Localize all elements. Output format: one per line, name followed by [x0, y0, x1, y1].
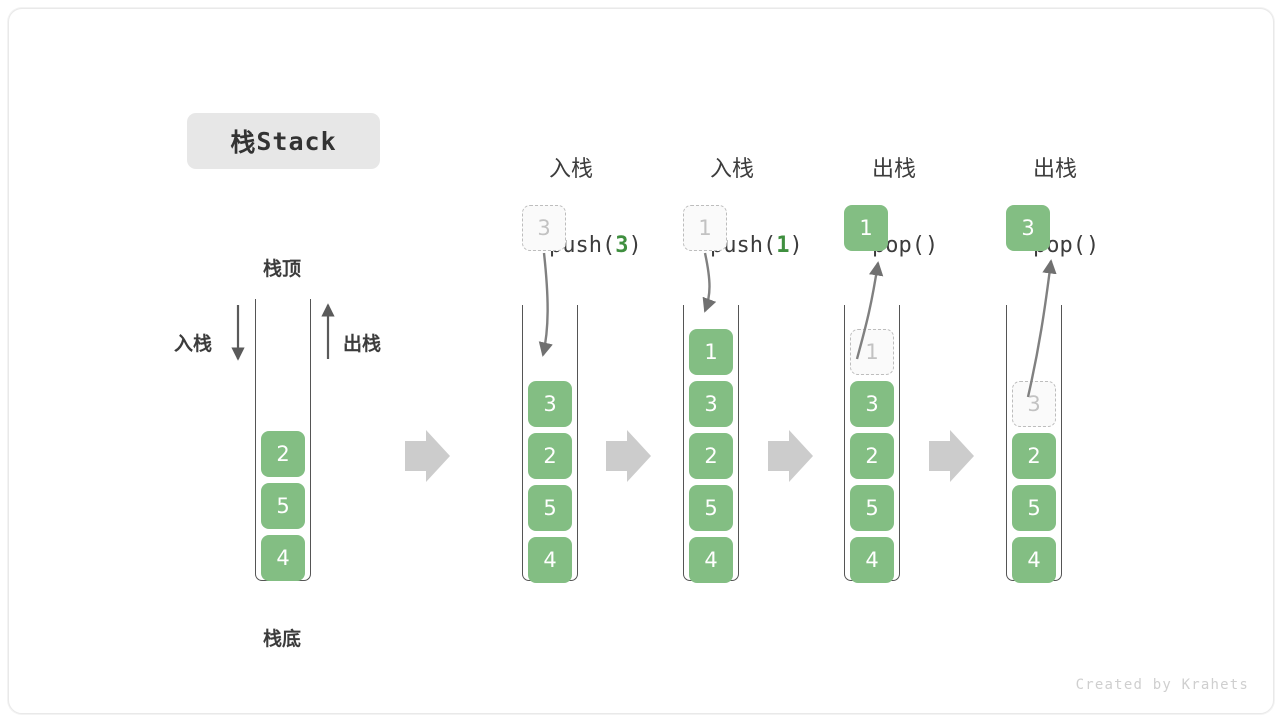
popped-element-3: 3: [1006, 205, 1050, 251]
stack-cell: 3: [689, 381, 733, 427]
pop-legend-label: 出栈: [343, 333, 382, 355]
diagram-card: 栈 Stack 栈顶 栈底 入栈 出栈 2 5 4 入栈 push(3) 3 3…: [8, 8, 1274, 714]
stack-cell: 3: [528, 381, 572, 427]
popped-element-1: 1: [844, 205, 888, 251]
stack-cell-ghost: 1: [850, 329, 894, 375]
step-op-call-suffix: ): [789, 233, 803, 258]
step-op-call-suffix: ): [1085, 233, 1100, 258]
step-op-call-suffix: ): [628, 233, 642, 258]
incoming-element-3: 3: [522, 205, 566, 251]
diagram-stage: 栈 Stack 栈顶 栈底 入栈 出栈 2 5 4 入栈 push(3) 3 3…: [9, 9, 1273, 713]
step-op-label: 出栈: [871, 157, 916, 182]
step-separator-arrow-2: [606, 430, 651, 482]
stack-cell: 2: [261, 431, 305, 477]
page-title-cjk: 栈: [230, 128, 257, 157]
stack-cell: 2: [1012, 433, 1056, 479]
stack-cell: 5: [1012, 485, 1056, 531]
stack-container-push-1: 1 3 2 5 4: [683, 305, 739, 583]
stack-cell: 2: [850, 433, 894, 479]
stack-top-label: 栈顶: [263, 258, 302, 280]
stack-cell-ghost: 3: [1012, 381, 1056, 427]
stack-cell: 5: [528, 485, 572, 531]
page-title-latin: Stack: [256, 126, 337, 156]
step-separator-arrow-1: [405, 430, 450, 482]
step-op-label: 入栈: [548, 157, 593, 182]
stack-container-pop-1: 1 3 2 5 4: [844, 305, 900, 583]
step-op-call-suffix: ): [924, 233, 939, 258]
stack-cell: 5: [261, 483, 305, 529]
stack-bottom-label: 栈底: [263, 628, 302, 650]
step-op-label: 入栈: [709, 157, 754, 182]
page-title: 栈 Stack: [187, 113, 380, 169]
stack-cell: 4: [850, 537, 894, 583]
step-op-label: 出栈: [1032, 157, 1077, 182]
stack-container-initial: 2 5 4: [255, 299, 311, 581]
stack-cell: 4: [528, 537, 572, 583]
stack-cell: 4: [689, 537, 733, 583]
step-separator-arrow-4: [929, 430, 974, 482]
stack-cell: 1: [689, 329, 733, 375]
stack-cell: 2: [528, 433, 572, 479]
incoming-element-1: 1: [683, 205, 727, 251]
stack-cell: 4: [261, 535, 305, 581]
stack-container-pop-3: 3 2 5 4: [1006, 305, 1062, 583]
stack-cell: 2: [689, 433, 733, 479]
stack-container-push-3: 3 2 5 4: [522, 305, 578, 583]
step-op-call-value: 3: [615, 233, 629, 258]
step-op-call-value: 1: [776, 233, 790, 258]
credit-text: Created by Krahets: [1075, 677, 1249, 693]
stack-cell: 5: [850, 485, 894, 531]
push-legend-label: 入栈: [174, 333, 213, 355]
stack-cell: 3: [850, 381, 894, 427]
stack-cell: 4: [1012, 537, 1056, 583]
stack-cell: 5: [689, 485, 733, 531]
step-separator-arrow-3: [768, 430, 813, 482]
